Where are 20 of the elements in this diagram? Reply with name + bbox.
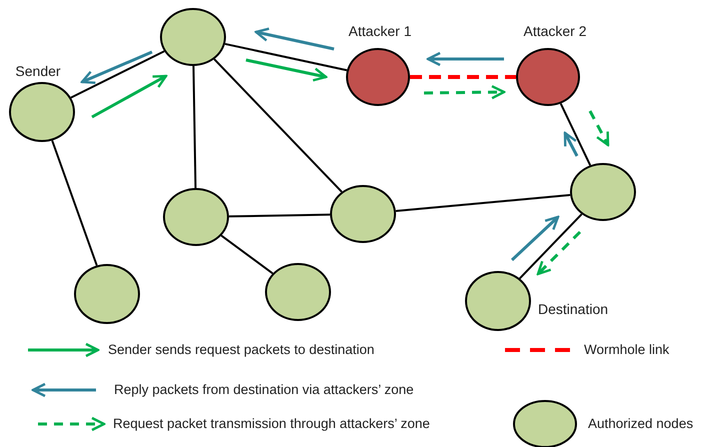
wormhole-link (410, 75, 516, 79)
link-line (228, 214, 330, 218)
link-line (224, 42, 348, 72)
legend-text: Wormhole link (584, 341, 670, 359)
legend-text: Sender sends request packets to destination (108, 341, 374, 359)
link-line (519, 213, 582, 280)
node-label: Attacker 1 (348, 22, 412, 40)
legend-text: Authorized nodes (588, 415, 694, 433)
legend-text: Request packet transmission through attackers’ zone (113, 415, 430, 433)
link-line (214, 58, 342, 193)
link-line (560, 103, 592, 166)
link-line (70, 50, 165, 99)
link-line (396, 194, 570, 212)
link-line (192, 66, 197, 188)
link-line (51, 140, 98, 266)
legend-text: Reply packets from destination via attackers’ zone (114, 381, 414, 399)
node-label: Attacker 2 (523, 22, 587, 40)
node-label: Destination (538, 300, 608, 318)
node-label: Sender (15, 62, 61, 80)
link-line (220, 234, 274, 274)
